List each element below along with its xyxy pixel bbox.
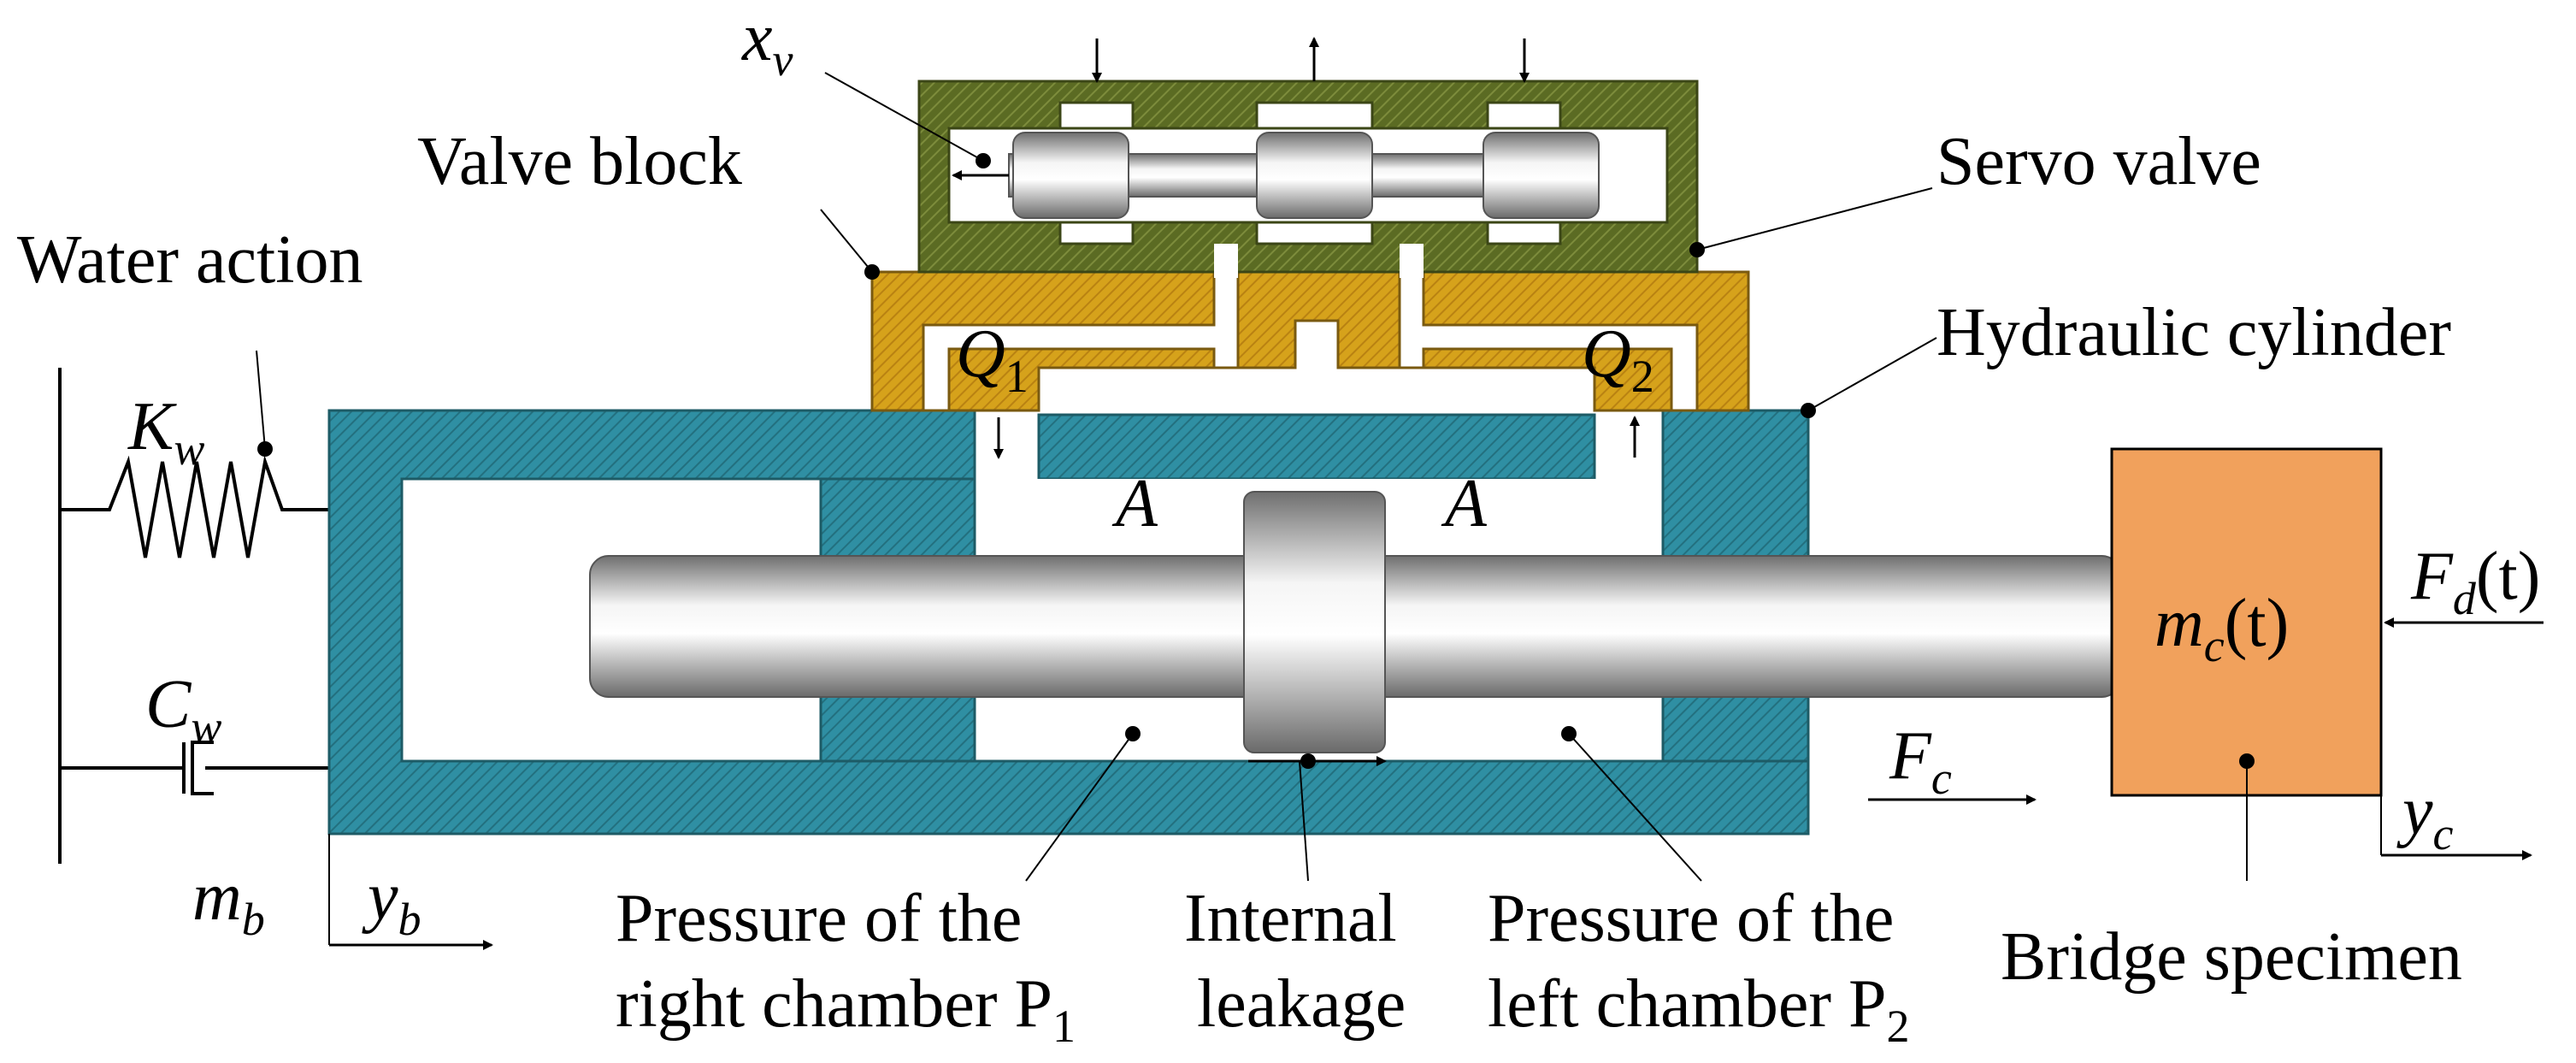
bridge-specimen-mass [2110,447,2383,797]
cw-label: Cw [145,667,221,753]
hydraulic-cylinder-label: Hydraulic cylinder [1936,295,2451,370]
specimen-dot [2239,753,2255,769]
mb-label: mb [192,859,265,945]
piston-head [1243,491,1386,753]
q2-label: Q2 [1582,316,1654,402]
water-action-dot [257,441,273,457]
right-chamber-dot [1125,726,1141,741]
internal-leakage-label-line2: leakage [1197,966,1406,1042]
xv-label: xv [741,0,793,86]
servo-port-3 [1486,101,1562,130]
servo-valve-label: Servo valve [1936,124,2261,199]
water-action-label: Water action [17,222,363,298]
servo-port-bottom-2 [1255,221,1374,245]
spool-land-2 [1256,132,1373,219]
left-chamber-pressure-label-line1: Pressure of the [1488,881,1894,956]
mc-label: mc(t) [2155,586,2289,671]
fc-label: Fc [1889,718,1952,804]
area-label-right: A [1441,466,1488,541]
chamber-wall-left [819,477,976,570]
servo-port-bottom-3 [1486,221,1562,245]
spool-land-1 [1012,132,1129,219]
valve-block-label: Valve block [417,124,742,199]
spool-land-3 [1483,132,1600,219]
leader-lines [256,187,2248,882]
left-chamber-pressure-label-line2: left chamber P2 [1488,966,1909,1052]
servo-channel-1 [1214,244,1238,278]
servo-port-bottom-1 [1058,221,1135,245]
internal-leakage-label-line1: Internal [1184,881,1397,956]
hydraulic-cylinder-dot [1801,403,1816,418]
valve-passage-1 [922,270,1240,412]
yc-label: yc [2396,774,2454,859]
kw-label: Kw [127,389,204,475]
servo-port-2 [1255,101,1374,130]
valve-block [870,270,1750,412]
fd-label: Fd(t) [2410,539,2540,624]
water-spring [60,455,329,558]
servo-port-1 [1058,101,1135,130]
servo-channel-2 [1400,244,1424,278]
q1-label: Q1 [956,316,1029,402]
right-chamber-pressure-label-line2: right chamber P1 [616,966,1076,1052]
area-label-left: A [1111,466,1158,541]
servo-valve-dot [1689,242,1705,257]
xv-leader [824,72,984,162]
bridge-specimen-label: Bridge specimen [2001,919,2462,995]
yb-label: yb [362,859,421,945]
valve-passage-2 [1398,270,1699,412]
valve-block-dot [864,264,880,280]
water-damper [60,741,329,795]
right-chamber-pressure-label-line1: Pressure of the [616,881,1022,956]
left-chamber-dot [1561,726,1577,741]
chamber-wall-right [1661,409,1810,570]
